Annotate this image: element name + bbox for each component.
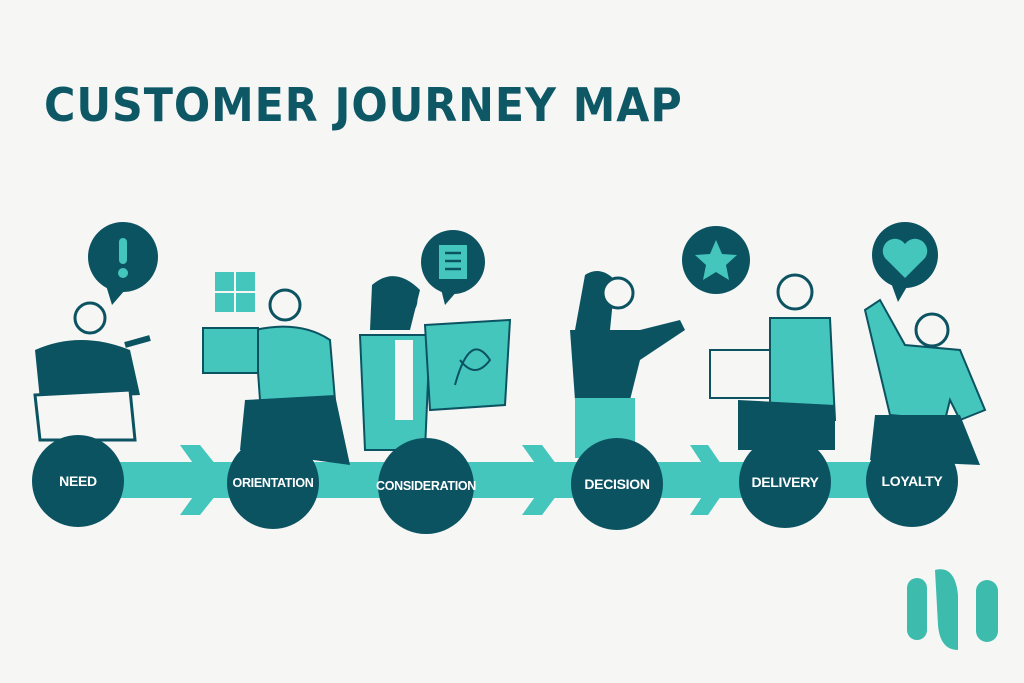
stage-label: CONSIDERATION [375,479,477,493]
person-need [33,301,151,442]
logo-icon [907,569,998,650]
star-icon [682,226,750,294]
stage-label: DELIVERY [751,474,819,490]
stage-decision[interactable]: DECISION [571,438,663,530]
heart-icon [872,222,938,302]
stage-consideration[interactable]: CONSIDERATION [375,438,477,534]
stage-label: NEED [59,473,97,489]
stage-label: DECISION [584,476,650,492]
person-decision [570,271,685,458]
stage-orientation[interactable]: ORIENTATION [227,437,319,529]
checklist-icon [421,230,485,305]
stage-loyalty[interactable]: LOYALTY [866,435,958,527]
stage-label: ORIENTATION [232,476,314,490]
grid-icon [215,272,255,312]
person-delivery [709,273,837,450]
exclamation-icon [88,222,158,305]
page-title: CUSTOMER JOURNEY MAP [44,78,683,132]
person-consideration [358,276,512,451]
stage-label: LOYALTY [881,473,943,489]
stage-need[interactable]: NEED [32,435,124,527]
stage-delivery[interactable]: DELIVERY [739,436,831,528]
